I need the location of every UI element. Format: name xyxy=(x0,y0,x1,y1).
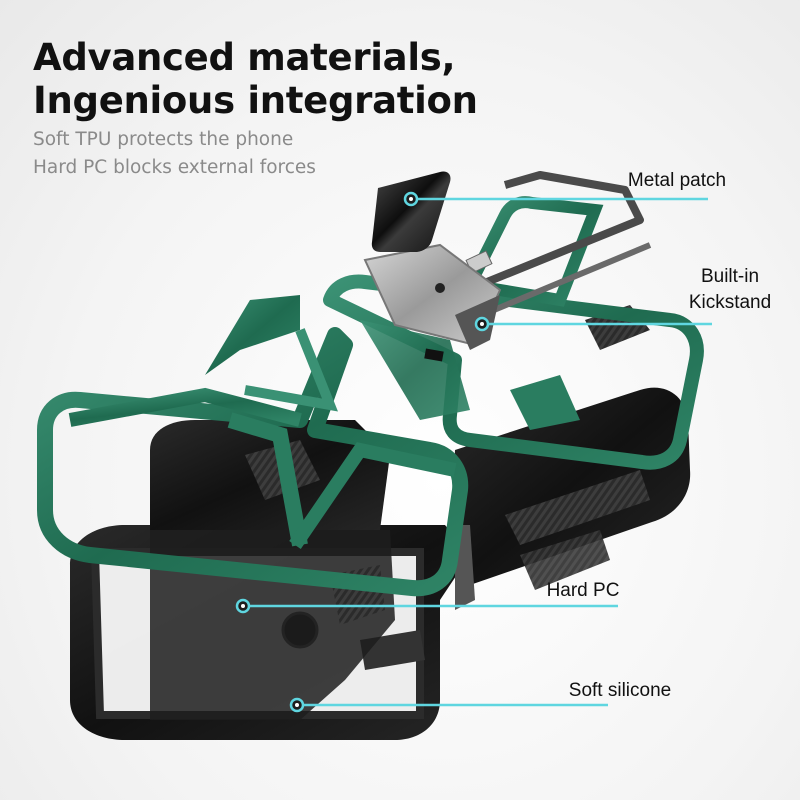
subcopy: Soft TPU protects the phone Hard PC bloc… xyxy=(33,126,316,182)
callout-kickstand-line-1: Built-in xyxy=(700,266,760,287)
callout-soft-silicone: Soft silicone xyxy=(550,678,690,704)
green-frame-lower xyxy=(37,295,469,597)
callout-metal-patch-label: Metal patch xyxy=(627,170,727,191)
callout-kickstand: Built-in Kickstand xyxy=(670,264,790,316)
callout-hard-pc: Hard PC xyxy=(528,578,638,604)
subcopy-line-2: Hard PC blocks external forces xyxy=(33,157,316,178)
callout-hard-pc-label: Hard PC xyxy=(546,580,620,601)
metal-patch xyxy=(371,171,451,252)
green-frame-upper xyxy=(323,196,704,470)
callout-soft-silicone-label: Soft silicone xyxy=(568,680,672,701)
headline-line-1: Advanced materials, xyxy=(33,36,456,79)
headline: Advanced materials, Ingenious integratio… xyxy=(33,36,478,122)
headline-line-2: Ingenious integration xyxy=(33,79,478,122)
mount-plate xyxy=(363,243,502,350)
callout-lines xyxy=(235,191,712,713)
callout-metal-patch: Metal patch xyxy=(612,168,742,194)
subcopy-line-1: Soft TPU protects the phone xyxy=(33,129,294,150)
callout-kickstand-line-2: Kickstand xyxy=(688,292,772,313)
